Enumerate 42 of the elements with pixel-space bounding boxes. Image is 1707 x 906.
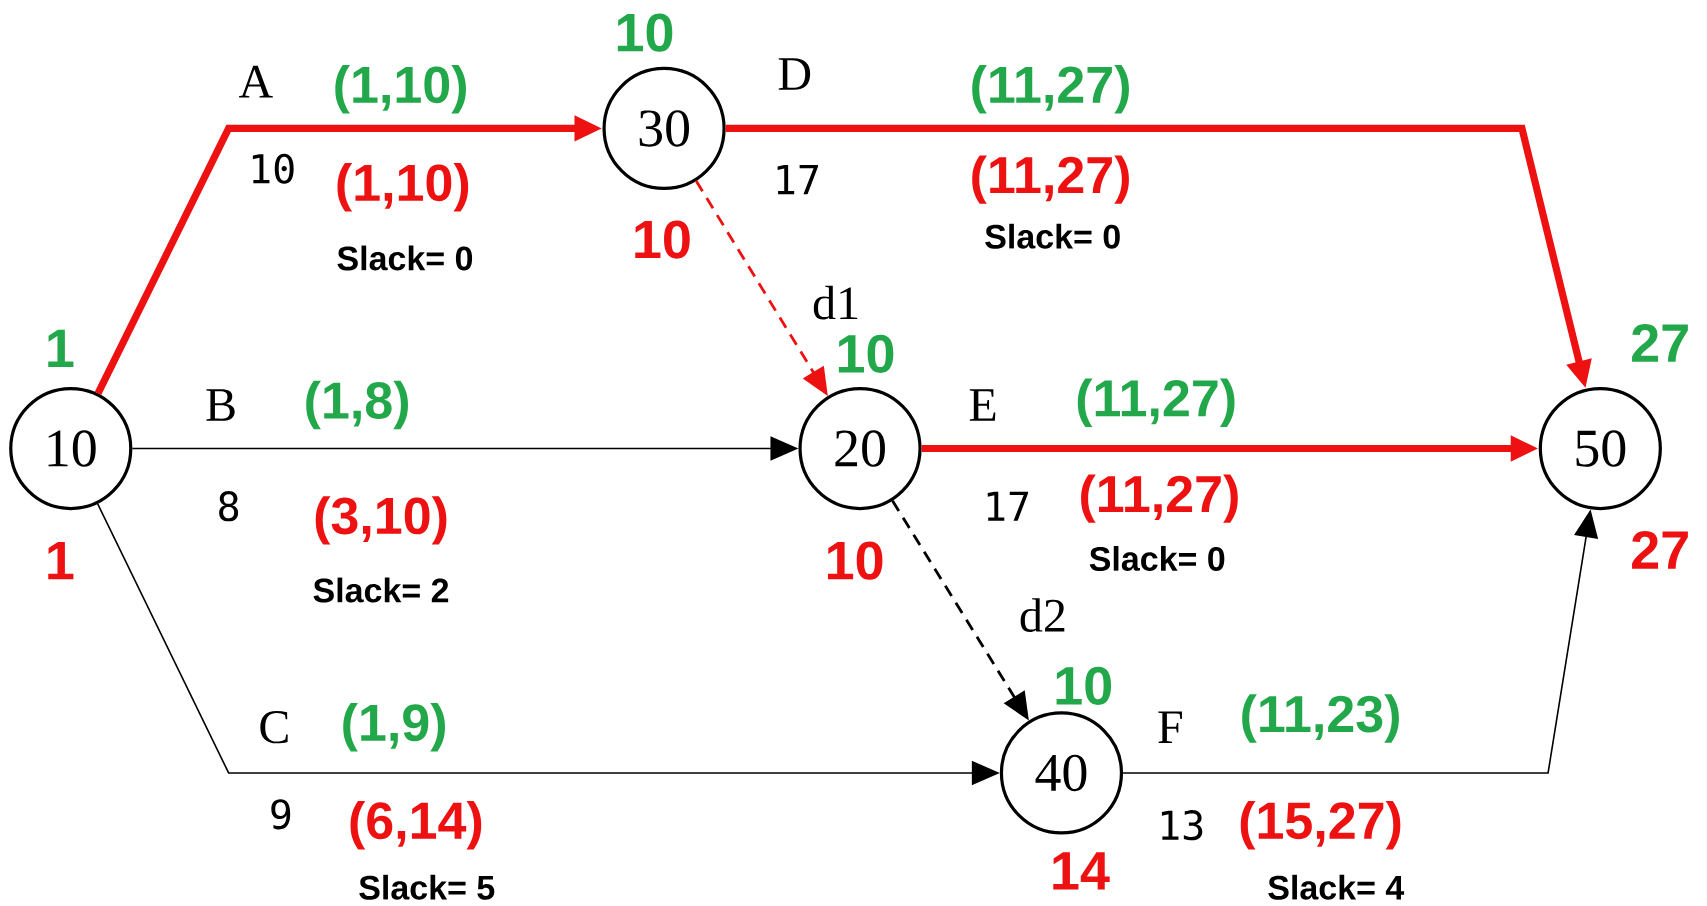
- early-times-label: (11,27): [972, 65, 1129, 114]
- early-times-label: (1,9): [343, 703, 445, 752]
- duration-label: 9: [271, 799, 291, 830]
- early-time-label: 10: [1056, 666, 1112, 705]
- early-times-label: (1,10): [335, 65, 466, 114]
- duration-label: 13: [1161, 810, 1203, 841]
- late-times-label: (11,27): [1081, 474, 1238, 523]
- duration-label: 10: [252, 153, 294, 184]
- slack-label: Slack= 2: [313, 577, 449, 603]
- activity-label: F: [1158, 711, 1182, 743]
- early-time-label: 1: [48, 329, 74, 367]
- slack-label: Slack= 5: [359, 874, 495, 900]
- late-time-label: 10: [635, 220, 690, 259]
- slack-label: Slack= 0: [1089, 546, 1225, 571]
- slack-label: Slack= 4: [1268, 874, 1405, 900]
- early-times-label: (1,8): [306, 380, 408, 430]
- duration-label: 17: [987, 491, 1029, 521]
- late-times-label: (11,27): [972, 155, 1129, 204]
- duration-label: 8: [219, 491, 239, 522]
- duration-label: 17: [777, 165, 818, 195]
- late-times-label: (1,10): [337, 163, 469, 212]
- slack-label: Slack= 0: [337, 245, 473, 271]
- activity-label: C: [260, 711, 288, 744]
- early-times-label: (11,27): [1077, 378, 1235, 428]
- activity-label: B: [206, 389, 235, 421]
- activity-label: d2: [1020, 598, 1065, 632]
- activity-label: A: [239, 65, 273, 98]
- late-time-label: 10: [827, 541, 883, 580]
- late-time-label: 14: [1053, 852, 1110, 890]
- early-time-label: 10: [838, 334, 894, 373]
- early-times-label: (11,23): [1242, 694, 1399, 743]
- late-times-label: (15,27): [1240, 801, 1401, 850]
- slack-label: Slack= 0: [985, 223, 1120, 249]
- early-time-label: 27: [1632, 324, 1688, 362]
- activity-label: D: [778, 58, 811, 90]
- activity-label: d1: [813, 285, 858, 320]
- late-times-label: (3,10): [315, 496, 447, 545]
- late-time-label: 1: [48, 542, 74, 580]
- late-time-label: 27: [1632, 530, 1688, 569]
- activity-label: E: [969, 389, 996, 421]
- late-times-label: (6,14): [350, 801, 482, 850]
- early-time-label: 10: [617, 13, 673, 52]
